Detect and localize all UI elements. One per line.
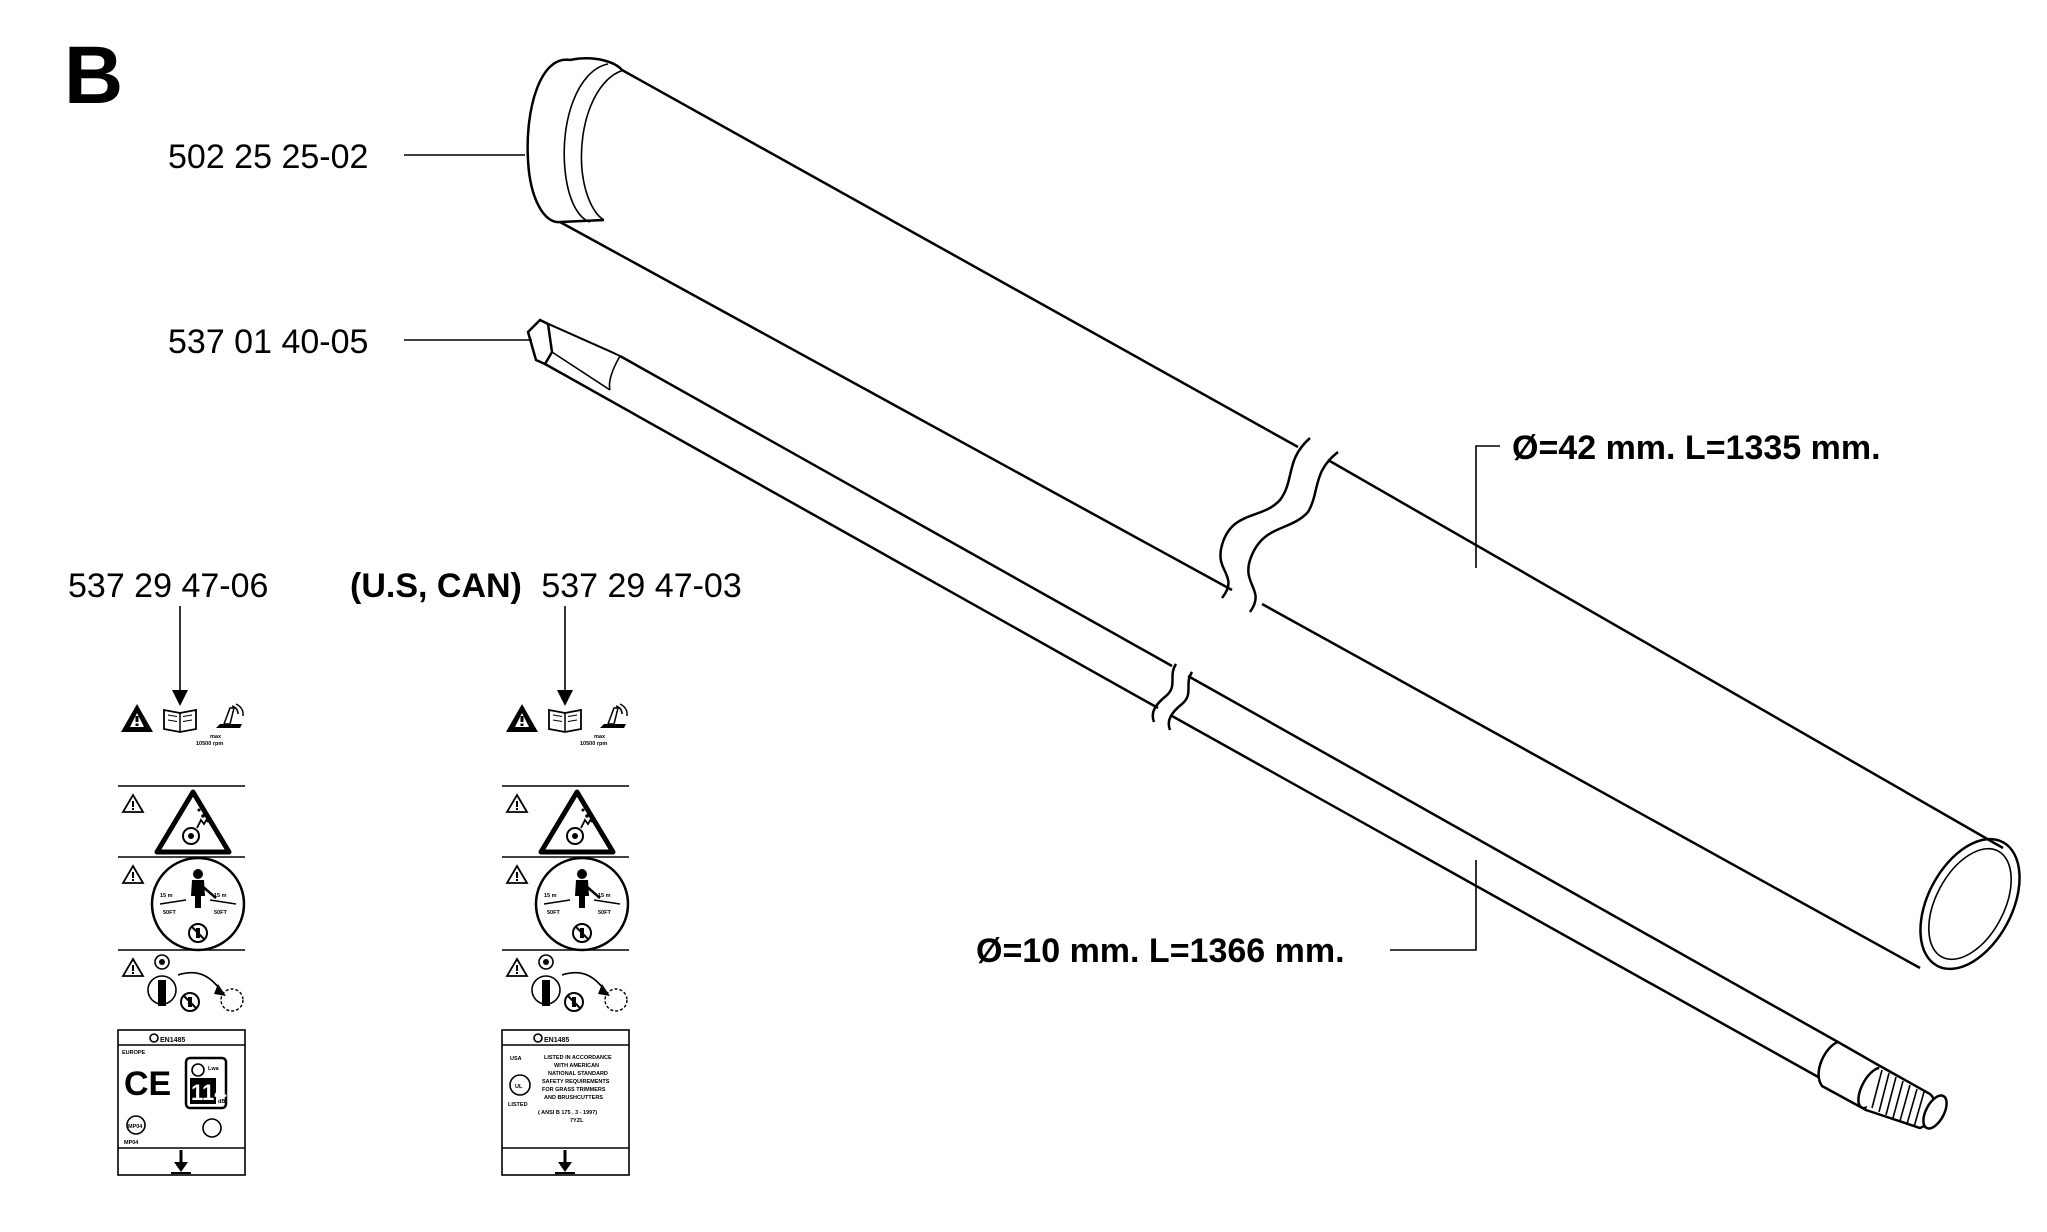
decal-usa-part-number: 537 29 47-03 [541,567,741,605]
rpm-text: 10500 rpm [580,741,607,747]
ansi-line: NATIONAL STANDARD [548,1071,608,1077]
approval-mark-icon [202,1118,222,1138]
region-label: EUROPE [122,1050,146,1056]
arrow-down-icon [553,1148,577,1175]
shaft-dimension: Ø=10 mm. L=1366 mm. [976,932,1345,970]
distance-right-ft: 50FT [214,910,227,916]
distance-left: 15 m [544,893,557,899]
warning-small-icon [122,958,144,977]
warning-triangle-icon [121,704,153,732]
distance-right-ft: 50FT [598,910,611,916]
shaft-drawing [526,318,1948,1130]
decal-europe-part-number: 537 29 47-06 [68,567,268,605]
warning-small-icon [122,794,144,813]
max-rpm-label: max [594,734,606,740]
ansi-line: AND BRUSHCUTTERS [544,1095,603,1101]
approval-mark-label: MP04 [128,1124,143,1130]
tube-dimension: Ø=42 mm. L=1335 mm. [1512,429,1881,467]
standard-label: EN1485 [544,1037,569,1044]
shaft-part-number: 537 01 40-05 [168,323,368,361]
distance-left-ft: 50FT [163,910,176,916]
decal-usa: (U.S, CAN) 537 29 47-03 max 10500 rpm 15… [350,567,742,1176]
sound-prefix: Lwa [208,1066,220,1072]
max-rpm-label: max [210,734,222,740]
distance-right: 15 m [598,893,611,899]
warning-small-icon [506,865,528,884]
tube-part-number: 502 25 25-02 [168,138,368,176]
distance-left: 15 m [160,893,173,899]
ansi-line: LISTED IN ACCORDANCE [544,1055,612,1061]
warning-small-icon [506,794,528,813]
decal-europe: 537 29 47-06 max 10500 rpm 15 m 50FT 15 … [68,567,268,1176]
ansi-line: FOR GRASS TRIMMERS [542,1087,606,1093]
decal-usa-prefix: (U.S, CAN) [350,567,522,605]
region-label: USA [510,1056,522,1062]
tube-drawing [526,57,2021,971]
ansi-line: SAFETY REQUIREMENTS [542,1079,610,1085]
listed-label: LISTED [508,1102,528,1108]
tube-dimension-leader [1475,445,1500,568]
ansi-reference: ( ANSI B 175 . 3 - 1997) [538,1110,597,1116]
section-letter: B [64,30,123,121]
sound-level: 114 [191,1080,227,1105]
rpm-text: 10500 rpm [196,741,223,747]
tube-end-opening [1919,837,2021,971]
ce-mark: CE [124,1065,171,1103]
no-people-icon [564,992,584,1012]
ansi-reference-code: 7YZL [570,1118,584,1124]
standard-label: EN1485 [160,1037,185,1044]
ul-mark-icon [509,1074,531,1096]
decal-usa-part-label: (U.S, CAN) 537 29 47-03 [350,567,742,605]
warning-triangle-icon [506,704,538,732]
no-people-icon [188,923,208,943]
no-people-icon [180,992,200,1012]
arrow-down-icon [169,1148,193,1175]
tube-end-inner [1928,847,2012,961]
ul-mark: UL [515,1084,523,1090]
sound-unit: dB [218,1099,225,1105]
distance-right: 15 m [214,893,227,899]
shaft-dimension-leader [1390,860,1477,951]
no-people-icon [572,923,592,943]
max-rpm-icon [215,703,244,729]
max-rpm-icon [599,703,628,729]
distance-left-ft: 50FT [547,910,560,916]
manual-book-icon [548,709,582,733]
thrown-objects-icon [157,792,229,852]
ansi-line: WITH AMERICAN [554,1063,599,1069]
rotation-icon [220,988,244,1012]
warning-small-icon [122,865,144,884]
approval-code: MP04 [124,1140,139,1146]
rotation-icon [604,988,628,1012]
manual-book-icon [163,709,197,733]
thrown-objects-icon [541,792,613,852]
warning-small-icon [506,958,528,977]
